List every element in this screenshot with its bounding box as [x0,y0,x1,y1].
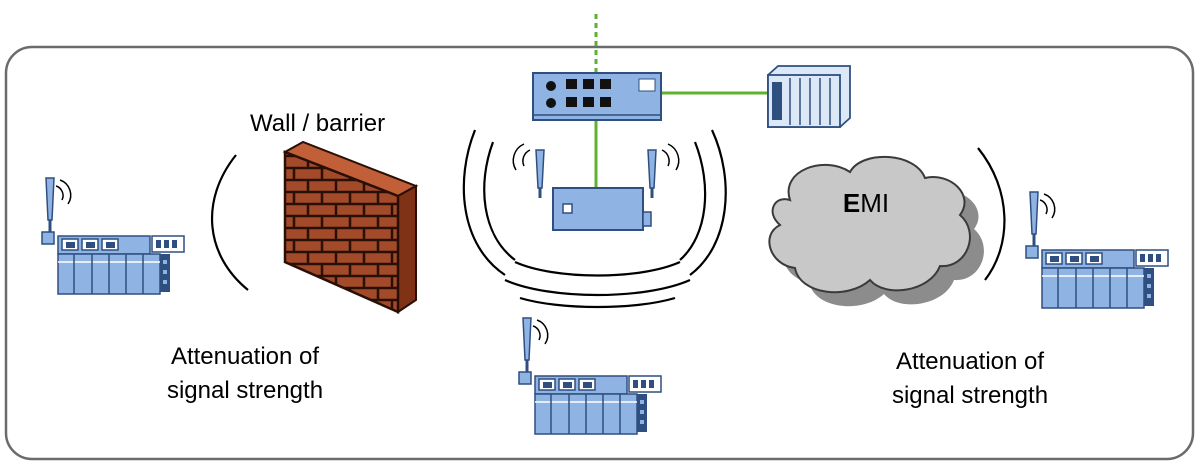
attenuation-left-line-1: Attenuation of [170,343,320,370]
attenuation-left-line-2: signal strength [166,377,324,404]
signal-propagation-arcs [462,129,727,309]
network-area-frame [4,45,1195,461]
wall-barrier-label: Wall / barrier [250,110,386,137]
wireless-io-station-icon [1024,190,1170,310]
network-switch-icon [532,72,662,121]
plc-controller-icon [767,65,851,128]
brick-wall-icon [282,140,419,314]
attenuation-arc-left [210,154,249,291]
attenuation-label-left: Attenuation of signal strength [130,340,360,408]
network-cables [594,14,768,188]
attenuation-right-line-2: signal strength [891,382,1049,409]
emi-label-bold: E [842,188,861,218]
wireless-access-point-icon [512,143,680,231]
attenuation-right-line-1: Attenuation of [895,348,1045,375]
attenuation-arc-right [977,147,1006,281]
wireless-io-station-icon [517,316,663,436]
emi-label-rest: MI [860,188,890,218]
attenuation-label-right: Attenuation of signal strength [855,345,1085,413]
emi-cloud-icon [768,155,984,307]
emi-label: EMI [826,186,906,220]
wireless-io-station-icon [40,176,186,296]
